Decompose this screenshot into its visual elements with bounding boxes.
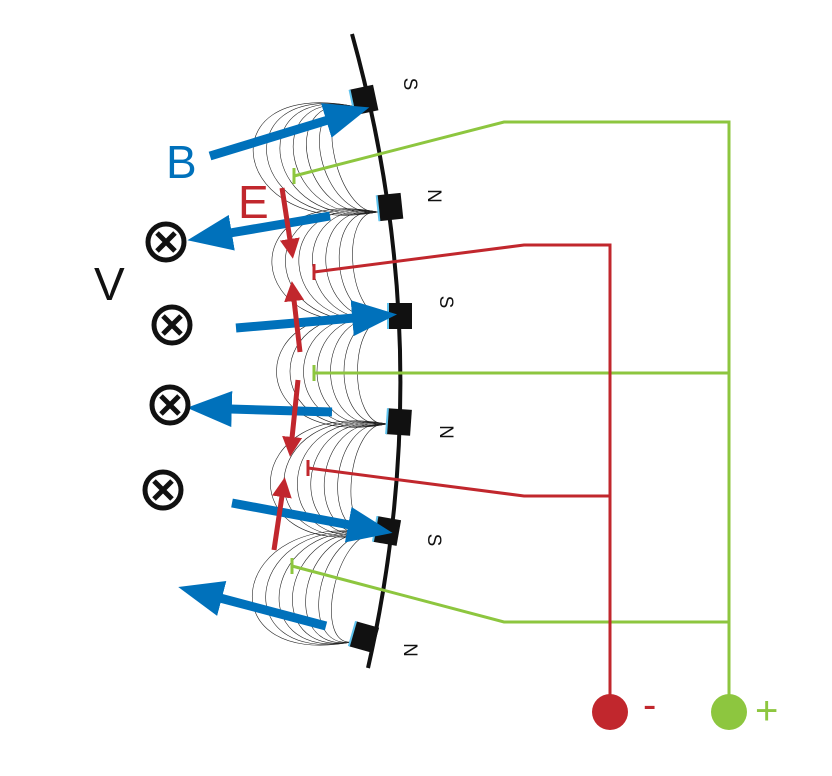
- pole-label-6: N: [399, 643, 420, 657]
- b-arrow-4: [186, 391, 333, 428]
- b-arrow-5: [231, 498, 393, 543]
- pole-label-5: S: [423, 534, 444, 547]
- pole-label-3: S: [435, 296, 456, 309]
- b-arrow-2: [187, 211, 331, 251]
- b-arrow-6: [178, 581, 328, 631]
- b-arrow-1: [208, 103, 370, 161]
- field-line: [357, 317, 389, 425]
- e-arrow-4: [271, 477, 292, 551]
- magnet-6: [347, 620, 380, 653]
- negative-wiring: [306, 243, 612, 708]
- circle-cross-icon: [149, 384, 191, 426]
- circle-cross-icon: [151, 304, 193, 346]
- electric-field-label: E: [238, 176, 269, 228]
- e-arrow-2: [284, 281, 305, 353]
- magnetic-field-label: B: [166, 136, 197, 188]
- circle-cross-icon: [145, 221, 187, 263]
- channel-wall: [350, 33, 403, 669]
- negative-terminal: [592, 694, 628, 730]
- positive-wiring: [290, 120, 731, 708]
- magnet-2: [375, 192, 404, 222]
- positive-terminal: [711, 694, 747, 730]
- negative-terminal-label: -: [643, 683, 656, 727]
- magnet-3: [387, 303, 412, 329]
- magnet-1: [348, 84, 379, 116]
- pole-label-4: N: [435, 425, 456, 439]
- velocity-label: V: [94, 258, 125, 310]
- pole-label-1: S: [399, 78, 420, 91]
- field-line: [343, 317, 389, 425]
- pole-label-2: N: [423, 189, 444, 203]
- field-line: [270, 420, 388, 538]
- magnet-5: [371, 515, 402, 546]
- electric-field-arrows: [271, 187, 305, 551]
- field-line: [251, 530, 377, 646]
- positive-terminal-label: +: [755, 689, 778, 733]
- e-arrow-1: [279, 187, 300, 259]
- magnet-4: [385, 408, 412, 436]
- e-arrow-3: [282, 379, 303, 457]
- magnetic-field-arrows: [178, 103, 398, 631]
- field-line: [330, 316, 389, 426]
- circle-cross-icon: [142, 469, 184, 511]
